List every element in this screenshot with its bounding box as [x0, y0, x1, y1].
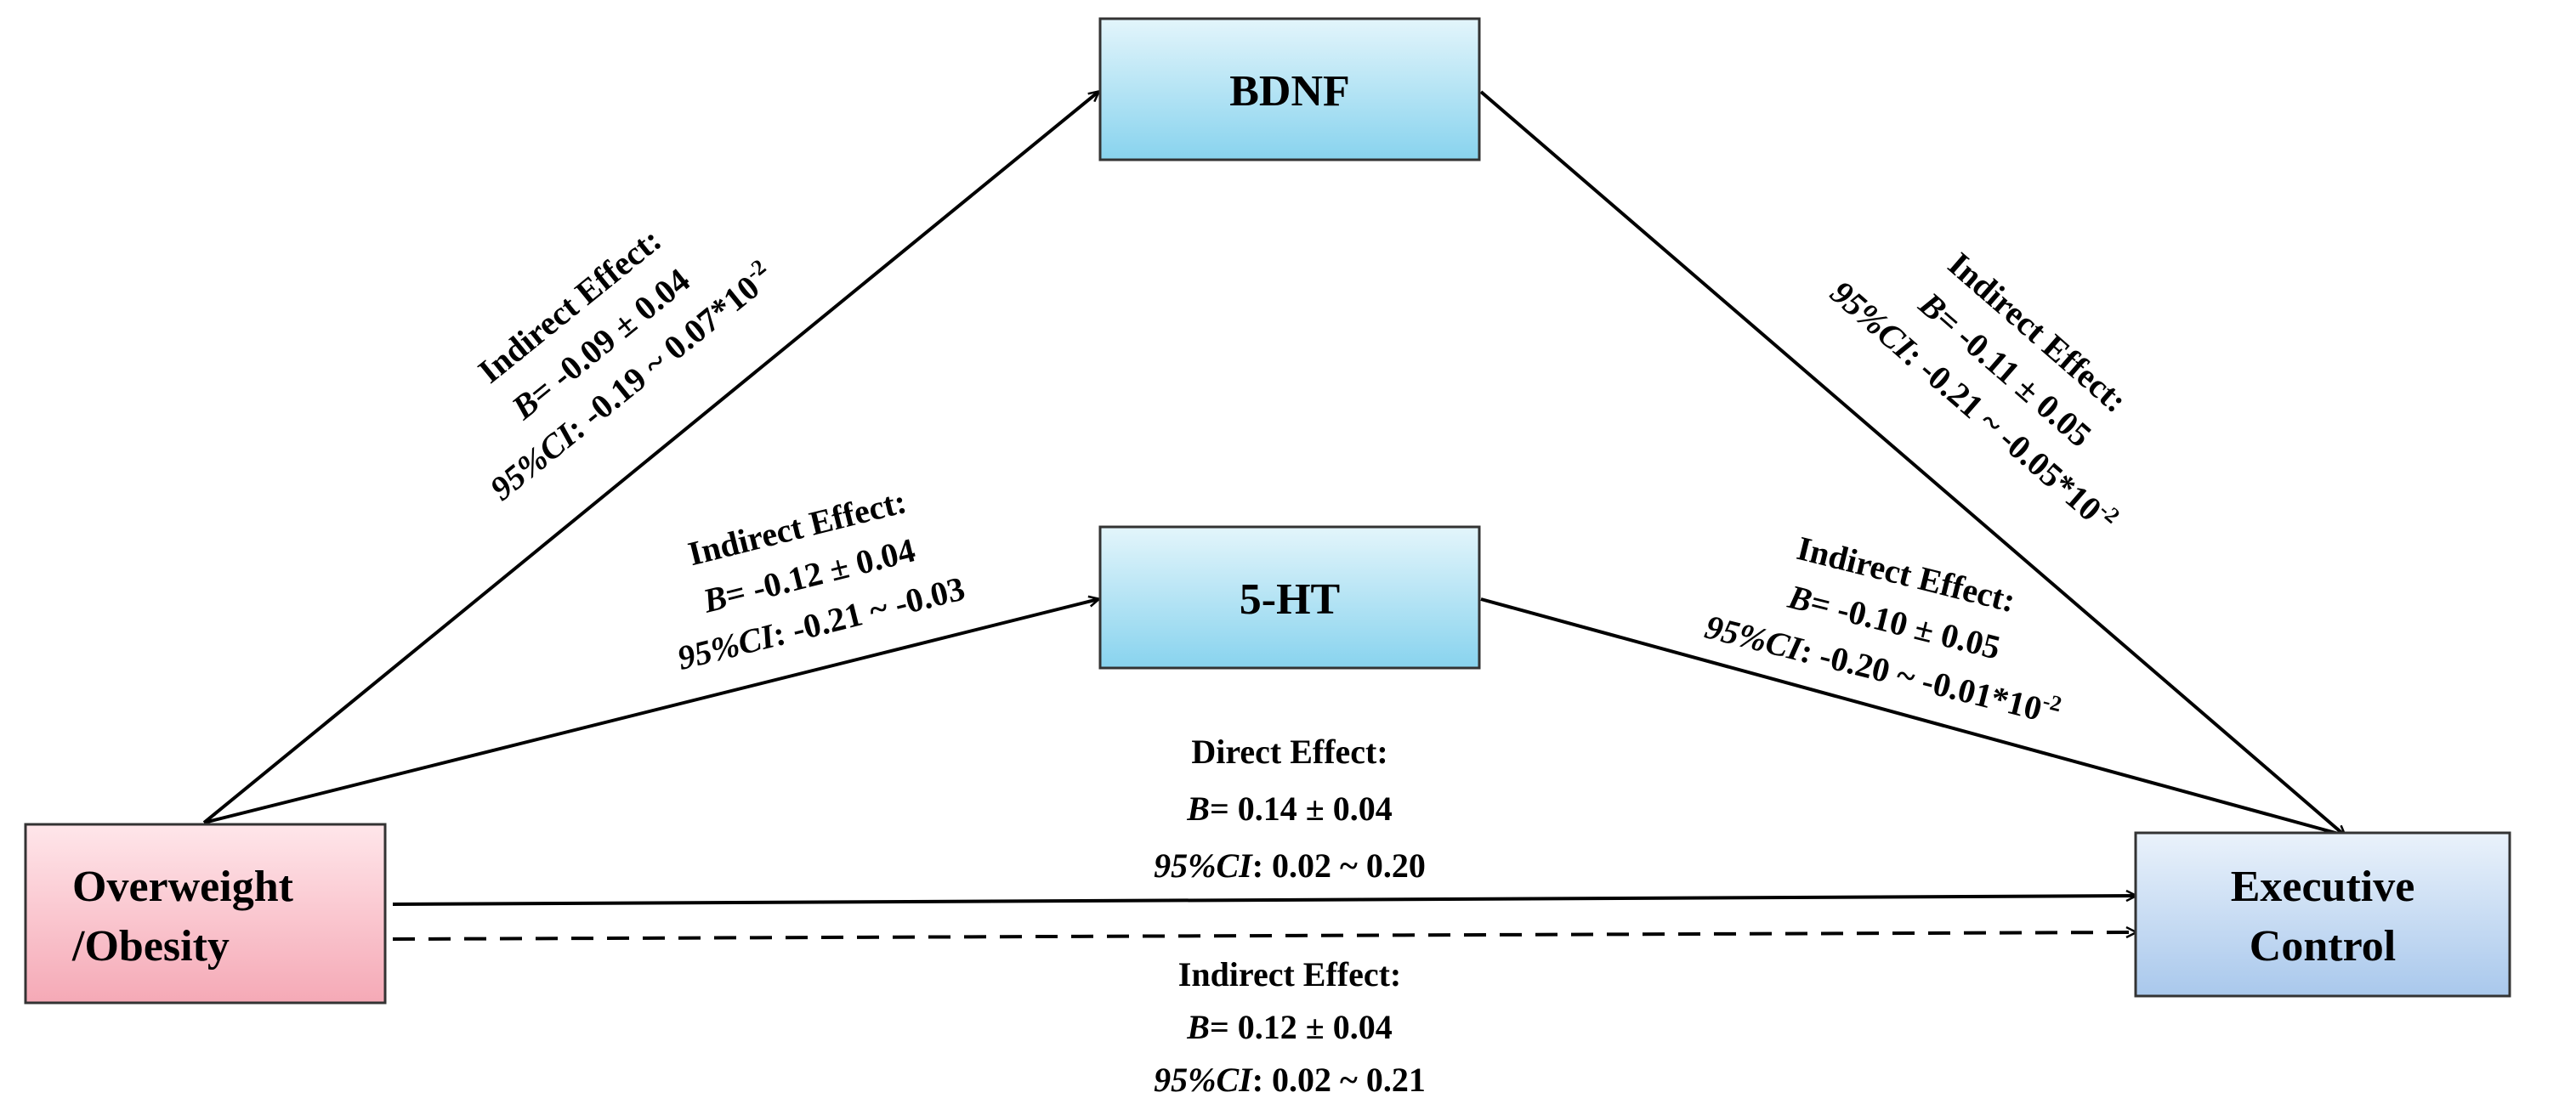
- path-title: Indirect Effect:: [1178, 955, 1402, 993]
- bdnf-box: [1098, 17, 1481, 161]
- svg-text:B= 0.14 ± 0.04: B= 0.14 ± 0.04: [1186, 790, 1392, 828]
- ci-value: : 0.02 ~ 0.20: [1252, 846, 1426, 885]
- ci-symbol: 95%CI: [1154, 1061, 1253, 1099]
- arrow-direct-effect: [392, 896, 2136, 906]
- svg-text:B= 0.12 ± 0.04: B= 0.12 ± 0.04: [1186, 1008, 1392, 1046]
- svg-text:Indirect Effect:: Indirect Effect:: [1178, 955, 1402, 993]
- svg-text:95%CI: 0.02 ~ 0.20: 95%CI: 0.02 ~ 0.20: [1154, 846, 1426, 885]
- effect-label-bdnf-executive: Indirect Effect: B= -0.11 ± 0.05 95%CI: …: [1824, 245, 2135, 541]
- b-symbol: B: [1186, 1008, 1210, 1046]
- arrow-obesity-to-5ht: [203, 599, 1098, 824]
- ci-symbol: 95%CI: [1154, 846, 1253, 885]
- effect-label-obesity-bdnf: Indirect Effect: B= -0.09 ± 0.04 95%CI: …: [471, 220, 771, 507]
- overweight-obesity-box: [24, 823, 387, 1005]
- 5ht-box: [1098, 525, 1481, 670]
- 5ht-label: 5-HT: [1240, 575, 1340, 624]
- effect-label-indirect-total: Indirect Effect: B= 0.12 ± 0.04 95%CI: 0…: [1154, 955, 1426, 1099]
- svg-text:95%CI: -0.21 ~ -0.05*10-2: 95%CI: -0.21 ~ -0.05*10-2: [1824, 271, 2125, 541]
- node-5ht: 5-HT: [1098, 525, 1481, 670]
- ci-symbol: 95%CI: [1701, 608, 1807, 669]
- ci-symbol: 95%CI: [673, 616, 779, 677]
- effect-label-5ht-executive: Indirect Effect: B= -0.10 ± 0.05 95%CI: …: [1701, 529, 2064, 728]
- arrow-indirect-effect-dashed: [392, 932, 2136, 941]
- arrow-obesity-to-bdnf: [202, 92, 1098, 824]
- obesity-label: /Obesity: [71, 922, 230, 971]
- node-overweight-obesity: Overweight /Obesity: [24, 823, 387, 1005]
- overweight-label: Overweight: [72, 863, 294, 911]
- arrows: [202, 90, 2345, 941]
- node-bdnf: BDNF: [1098, 17, 1481, 161]
- path-title: Direct Effect:: [1191, 733, 1387, 771]
- b-value: = 0.14 ± 0.04: [1210, 790, 1393, 828]
- effect-label-obesity-5ht: Indirect Effect: B= -0.12 ± 0.04 95%CI: …: [673, 482, 968, 677]
- control-label: Control: [2250, 922, 2396, 971]
- svg-text:95%CI: 0.02 ~ 0.21: 95%CI: 0.02 ~ 0.21: [1154, 1061, 1426, 1099]
- ci-value: : 0.02 ~ 0.21: [1252, 1061, 1426, 1099]
- effect-label-direct: Direct Effect: B= 0.14 ± 0.04 95%CI: 0.0…: [1154, 733, 1426, 885]
- svg-text:Direct Effect:: Direct Effect:: [1191, 733, 1387, 771]
- executive-label: Executive: [2231, 863, 2415, 911]
- b-symbol: B: [1186, 790, 1210, 828]
- node-executive-control: Executive Control: [2134, 831, 2511, 998]
- b-value: = 0.12 ± 0.04: [1210, 1008, 1393, 1046]
- arrow-bdnf-to-executive: [1479, 90, 2345, 835]
- executive-control-box: [2134, 831, 2511, 998]
- bdnf-label: BDNF: [1229, 67, 1350, 116]
- arrow-5ht-to-executive: [1480, 597, 2345, 835]
